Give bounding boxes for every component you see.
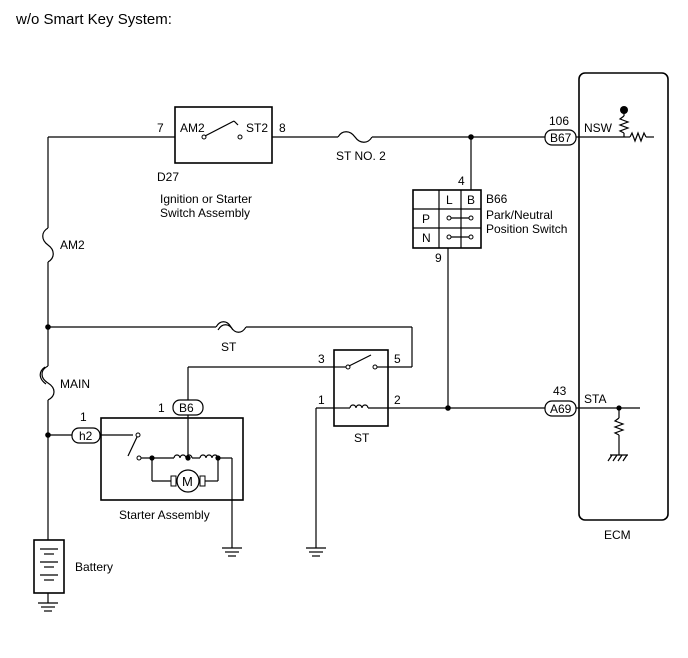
diagram-title: w/o Smart Key System: [15, 11, 172, 28]
ecm: B67 106 NSW A69 43 STA ECM [544, 72, 669, 542]
ecm-conn-nsw [544, 129, 577, 146]
ignition-switch: AM2 ST2 7 8 D27 Ignition or Starter Swit… [157, 106, 286, 220]
ignition-label-st2: ST2 [246, 121, 268, 135]
ground-icon-starter [222, 547, 242, 557]
ecm-label-sta: STA [584, 392, 606, 406]
ignition-name-2: Switch Assembly [160, 206, 250, 220]
relay-pin-2: 2 [394, 393, 401, 407]
pn-row-p: P [422, 212, 430, 226]
relay-pin-3: 3 [318, 352, 325, 366]
starter-conn-h2-label: h2 [79, 429, 93, 443]
relay-label: ST [354, 431, 370, 445]
pn-pin-bottom: 9 [435, 251, 442, 265]
starter-pin-b6: 1 [158, 401, 165, 415]
fuse-am2-label: AM2 [60, 238, 85, 252]
ignition-code: D27 [157, 170, 179, 184]
st-relay: 3 5 1 2 ST [318, 349, 401, 445]
pn-col-l: L [446, 193, 453, 207]
fuse-st-no2-label: ST NO. 2 [336, 149, 386, 163]
ecm-pin-sta: 43 [553, 384, 567, 398]
wires [47, 136, 580, 548]
fuse-st-no2: ST NO. 2 [336, 131, 386, 163]
ignition-pin-st2: 8 [279, 121, 286, 135]
motor-label: M [182, 474, 193, 489]
relay-pin-1: 1 [318, 393, 325, 407]
ecm-box [578, 72, 669, 521]
starter-conn-h2 [71, 427, 101, 444]
motor-icon [176, 469, 200, 493]
pn-row-n: N [422, 231, 431, 245]
pn-name-1: Park/Neutral [486, 208, 553, 222]
pn-pin-top: 4 [458, 174, 465, 188]
ecm-label: ECM [604, 528, 631, 542]
fuse-main-label: MAIN [60, 377, 90, 391]
ignition-name-1: Ignition or Starter [160, 192, 252, 206]
starter-assembly: B6 1 h2 1 M Starter Assembly [71, 399, 244, 522]
ecm-conn-nsw-label: B67 [550, 131, 572, 145]
relay-pin-5: 5 [394, 352, 401, 366]
junction-dots [45, 134, 474, 438]
pn-code: B66 [486, 192, 508, 206]
fuse-st: ST [215, 321, 247, 354]
ecm-label-nsw: NSW [584, 121, 613, 135]
ecm-conn-sta-label: A69 [550, 402, 572, 416]
ecm-conn-sta [544, 400, 577, 417]
starter-conn-b6 [172, 399, 204, 416]
ignition-label-am2: AM2 [180, 121, 205, 135]
battery-icon: Battery [33, 539, 113, 612]
fuse-main: MAIN [39, 365, 90, 401]
fuse-am2: AM2 [42, 227, 85, 263]
battery-label: Battery [75, 560, 113, 574]
starter-conn-b6-label: B6 [179, 401, 194, 415]
fuse-st-label: ST [221, 340, 237, 354]
park-neutral-switch: L B P N 4 9 B66 Park/Neutral Position Sw… [412, 174, 567, 265]
pn-col-b: B [467, 193, 475, 207]
ecm-pin-nsw: 106 [549, 114, 569, 128]
ground-icon-relay [306, 547, 326, 557]
ignition-pin-am2: 7 [157, 121, 164, 135]
pn-name-2: Position Switch [486, 222, 567, 236]
starter-label: Starter Assembly [119, 508, 210, 522]
starter-pin-h2: 1 [80, 410, 87, 424]
